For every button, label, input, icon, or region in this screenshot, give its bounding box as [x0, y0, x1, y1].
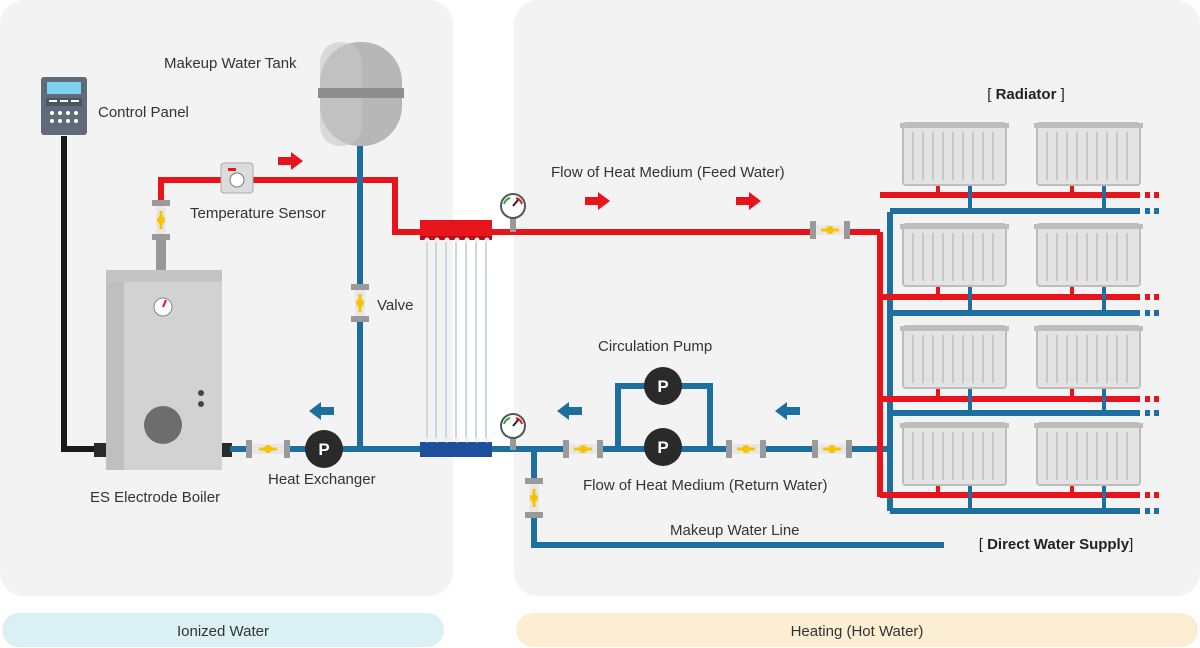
pipe-continuation-dots: [1145, 192, 1162, 514]
makeup-tank-label: Makeup Water Tank: [164, 55, 297, 72]
temperature-sensor-label: Temperature Sensor: [190, 205, 326, 222]
flow-arrows-cold: [309, 402, 800, 420]
valve-icon: [152, 200, 170, 240]
bracket-open: [: [979, 536, 987, 553]
pump-letter: P: [657, 377, 668, 396]
radiator-cold-branches: [890, 208, 1140, 514]
direct-water-supply-title: [ Direct Water Supply]: [979, 536, 1134, 553]
feed-flow-label: Flow of Heat Medium (Feed Water): [551, 164, 785, 181]
bracket-close: ]: [1129, 536, 1133, 553]
pressure-gauge-return: [500, 413, 526, 450]
control-panel-label: Control Panel: [98, 104, 189, 121]
valve-icon: [563, 440, 603, 458]
radiator: [900, 325, 1009, 389]
valve-icon: [246, 440, 290, 458]
valve-icon: [351, 284, 369, 322]
radiator: [1034, 422, 1143, 486]
radiator: [900, 223, 1009, 287]
valve-icon: [810, 221, 850, 239]
return-flow-label: Flow of Heat Medium (Return Water): [583, 477, 828, 494]
valve-icon: [525, 478, 543, 518]
radiator: [1034, 122, 1143, 186]
flow-arrows-hot: [278, 152, 761, 210]
bracket-open: [: [987, 86, 995, 103]
circulation-pump-label: Circulation Pump: [598, 338, 712, 355]
radiator-hot-branches: [880, 192, 1140, 498]
makeup-water-tank: [318, 42, 404, 146]
ionized-water-label: Ionized Water: [177, 623, 269, 640]
radiator: [1034, 325, 1143, 389]
direct-water-word: Direct Water Supply: [987, 536, 1130, 553]
control-cable: [61, 136, 100, 452]
electrode-boiler: [106, 270, 222, 470]
radiator-stubs: [936, 184, 1106, 511]
ionized-water-caption: Ionized Water: [2, 613, 444, 647]
temperature-sensor: [220, 162, 254, 194]
radiator: [900, 422, 1009, 486]
makeup-line-label: Makeup Water Line: [670, 522, 800, 539]
heat-exchanger-label: Heat Exchanger: [268, 471, 376, 488]
heating-label: Heating (Hot Water): [791, 623, 924, 640]
radiator: [900, 122, 1009, 186]
pump-letter: P: [318, 440, 329, 459]
circulation-pump-lower: P: [644, 428, 682, 466]
radiator-title: [ Radiator ]: [987, 86, 1065, 103]
valve-label: Valve: [377, 297, 413, 314]
boiler-label: ES Electrode Boiler: [90, 489, 220, 506]
pressure-gauge-feed: [500, 193, 526, 232]
heat-exchanger-pump: P: [305, 430, 343, 468]
valve-icon: [812, 440, 852, 458]
radiator-word: Radiator: [996, 86, 1057, 103]
bracket-close: ]: [1056, 86, 1064, 103]
control-panel: [41, 77, 87, 135]
distribution-manifold: [420, 220, 492, 457]
circulation-pump-upper: P: [644, 367, 682, 405]
heating-caption: Heating (Hot Water): [516, 613, 1198, 647]
pump-letter: P: [657, 438, 668, 457]
radiator: [1034, 223, 1143, 287]
valve-icon: [726, 440, 766, 458]
